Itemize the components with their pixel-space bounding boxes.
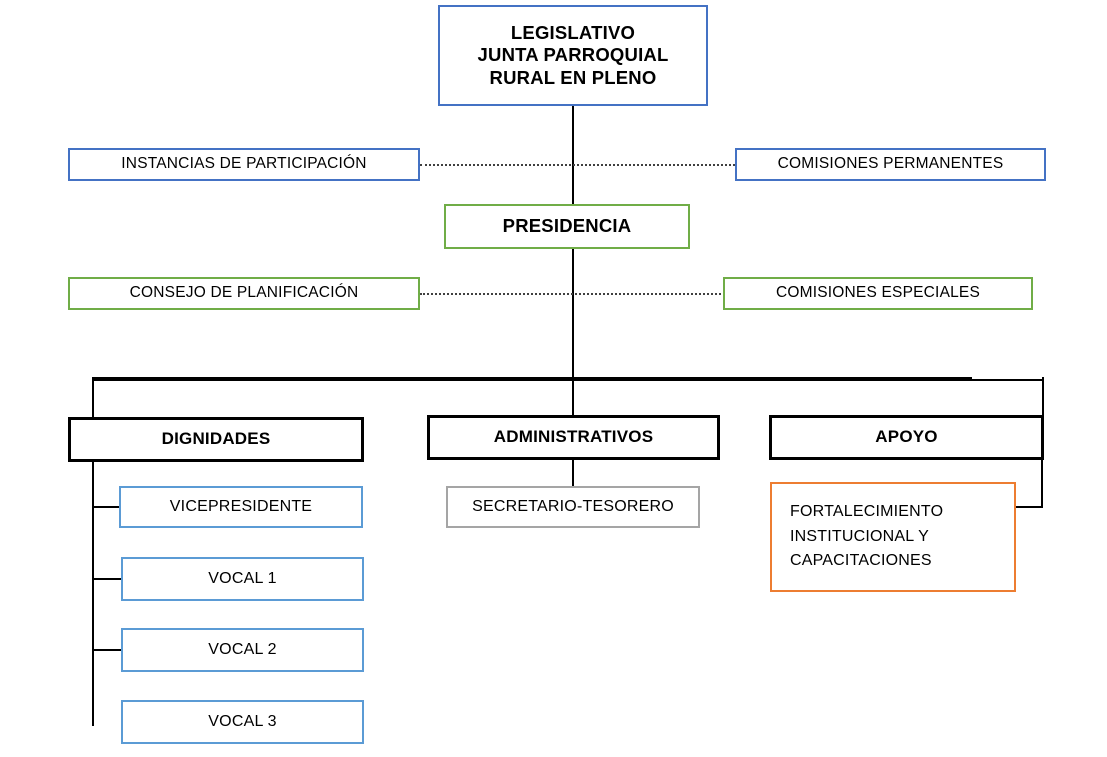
node-vocal-2-label: VOCAL 2 xyxy=(208,641,277,659)
node-dignidades-label: DIGNIDADES xyxy=(161,429,271,449)
connector-legislativo-presidencia xyxy=(572,106,574,205)
node-comisiones-permanentes[interactable]: COMISIONES PERMANENTES xyxy=(735,148,1046,181)
connector-presidencia-bar xyxy=(572,248,574,381)
distribution-bar xyxy=(92,377,972,381)
connector-apoyo-fortalecimiento-elbow xyxy=(1016,506,1043,508)
connector-dotted-planificacion xyxy=(420,293,725,295)
node-vocal-3-label: VOCAL 3 xyxy=(208,713,277,731)
node-comisiones-permanentes-label: COMISIONES PERMANENTES xyxy=(777,155,1004,173)
connector-dignidades-spine xyxy=(92,419,94,726)
node-instancias-participacion-label: INSTANCIAS DE PARTICIPACIÓN xyxy=(121,155,367,173)
node-consejo-planificacion-label: CONSEJO DE PLANIFICACIÓN xyxy=(129,284,359,302)
node-instancias-participacion[interactable]: INSTANCIAS DE PARTICIPACIÓN xyxy=(68,148,420,181)
connector-stub-vocal-2 xyxy=(92,649,123,651)
node-legislativo-label: LEGISLATIVO JUNTA PARROQUIAL RURAL EN PL… xyxy=(477,21,669,88)
node-apoyo[interactable]: APOYO xyxy=(769,415,1044,460)
node-vicepresidente-label: VICEPRESIDENTE xyxy=(169,498,313,516)
connector-stub-vocal-1 xyxy=(92,578,123,580)
node-vocal-2[interactable]: VOCAL 2 xyxy=(121,628,364,672)
node-comisiones-especiales-label: COMISIONES ESPECIALES xyxy=(775,284,981,302)
node-fortalecimiento-institucional-label: FORTALECIMIENTO INSTITUCIONAL Y CAPACITA… xyxy=(790,502,944,570)
connector-bar-apoyo xyxy=(1042,377,1044,416)
node-fortalecimiento-institucional[interactable]: FORTALECIMIENTO INSTITUCIONAL Y CAPACITA… xyxy=(770,482,1016,592)
connector-stub-vicepresidente xyxy=(92,506,121,508)
node-vocal-1[interactable]: VOCAL 1 xyxy=(121,557,364,601)
node-vicepresidente[interactable]: VICEPRESIDENTE xyxy=(119,486,363,528)
node-vocal-1-label: VOCAL 1 xyxy=(208,570,277,588)
connector-bar-dignidades xyxy=(92,377,94,419)
node-comisiones-especiales[interactable]: COMISIONES ESPECIALES xyxy=(723,277,1033,310)
node-secretario-tesorero[interactable]: SECRETARIO-TESORERO xyxy=(446,486,700,528)
node-administrativos[interactable]: ADMINISTRATIVOS xyxy=(427,415,720,460)
connector-administrativos-secretario xyxy=(572,459,574,486)
connector-bar-administrativos xyxy=(572,377,574,416)
node-apoyo-label: APOYO xyxy=(875,427,938,447)
distribution-bar-right-segment xyxy=(970,379,1044,381)
node-legislativo[interactable]: LEGISLATIVO JUNTA PARROQUIAL RURAL EN PL… xyxy=(438,5,708,106)
connector-apoyo-fortalecimiento-drop xyxy=(1041,459,1043,508)
node-presidencia[interactable]: PRESIDENCIA xyxy=(444,204,690,249)
connector-dotted-participacion xyxy=(420,164,735,166)
node-presidencia-label: PRESIDENCIA xyxy=(502,215,632,237)
node-vocal-3[interactable]: VOCAL 3 xyxy=(121,700,364,744)
node-administrativos-label: ADMINISTRATIVOS xyxy=(493,427,654,447)
node-secretario-tesorero-label: SECRETARIO-TESORERO xyxy=(472,498,674,516)
node-dignidades[interactable]: DIGNIDADES xyxy=(68,417,364,462)
node-consejo-planificacion[interactable]: CONSEJO DE PLANIFICACIÓN xyxy=(68,277,420,310)
